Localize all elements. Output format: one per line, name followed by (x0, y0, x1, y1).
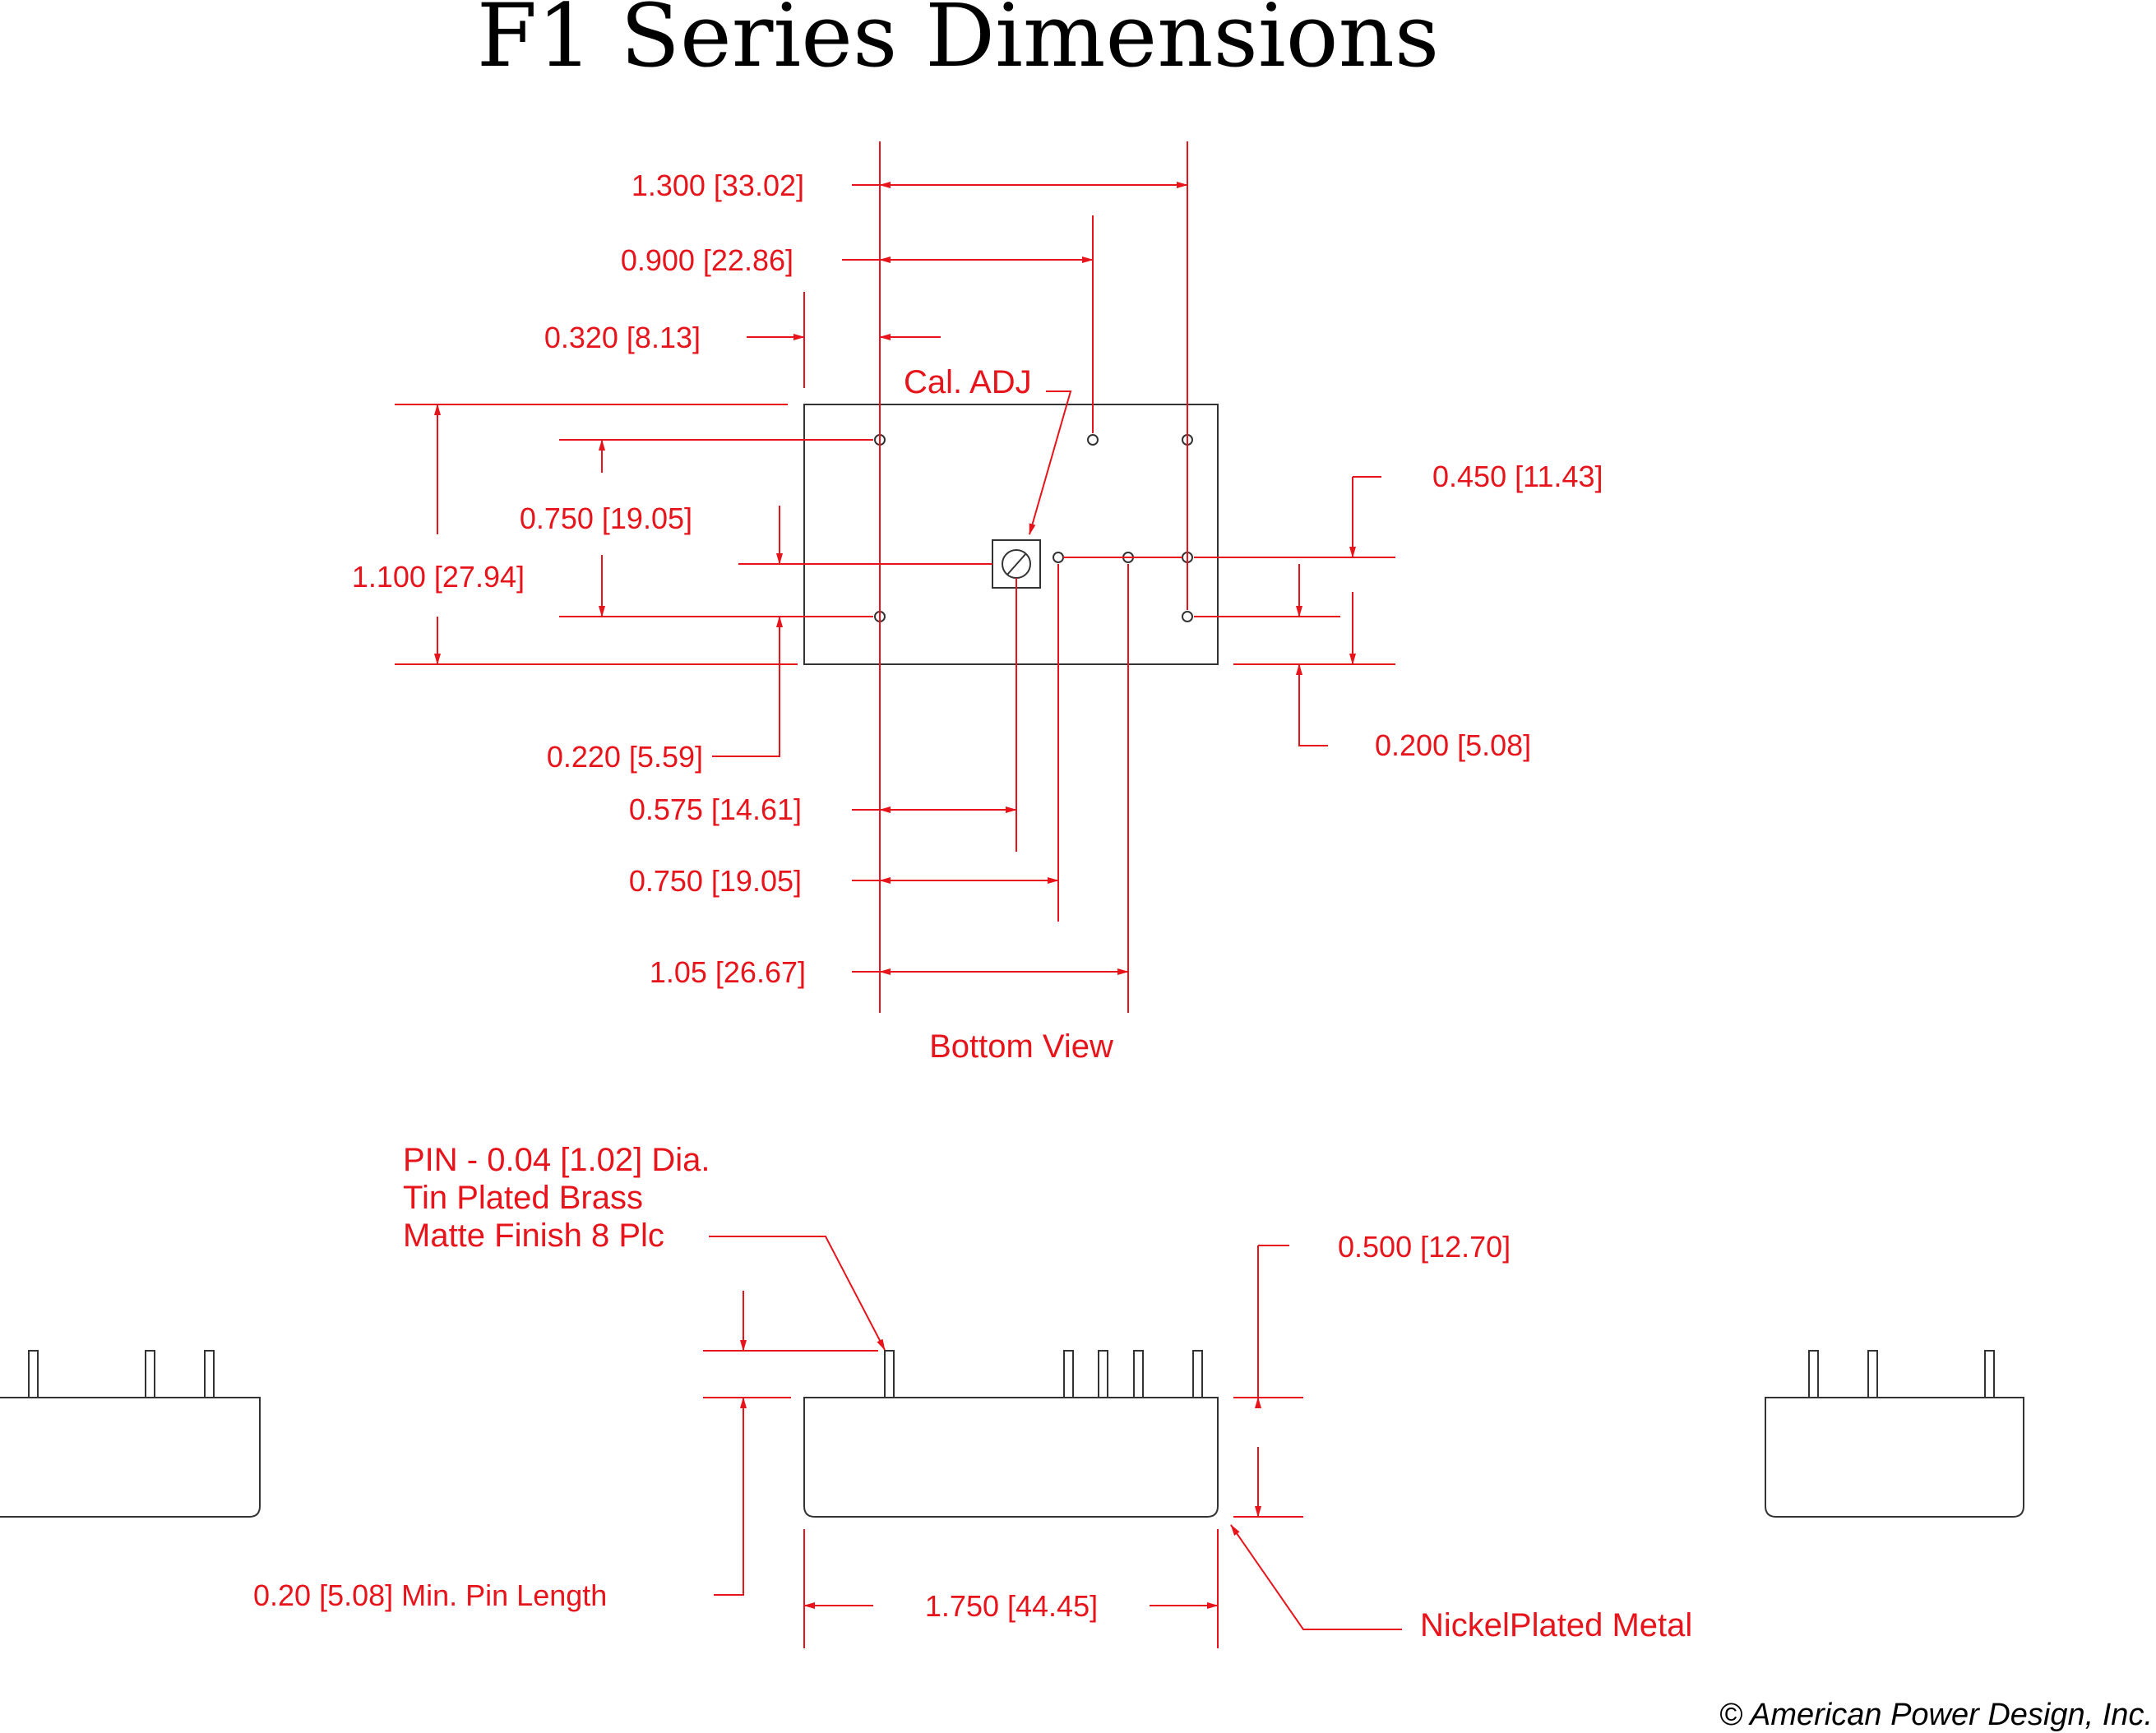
dim-edge-offset-label: 0.320 [8.13] (544, 321, 701, 354)
bottom-view-caption: Bottom View (929, 1028, 1113, 1065)
case-material-callout: NickelPlated Metal (1230, 1524, 1692, 1643)
page-title: F1 Series Dimensions (477, 0, 1440, 86)
case-material-label: NickelPlated Metal (1420, 1607, 1692, 1643)
dim-pin-span-top-label: 0.900 [22.86] (621, 243, 793, 277)
side-module-pins (884, 1350, 1203, 1398)
dim-pin-row-spacing-label: 0.750 [19.05] (520, 501, 692, 535)
right-module-body (1765, 1397, 2024, 1518)
dim-pin-offset-1: 0.750 [19.05] (629, 864, 1059, 898)
pin-hole (1182, 611, 1193, 622)
dim-row-offset-label: 0.220 [5.59] (547, 740, 703, 774)
right-module-pins (1808, 1350, 1995, 1398)
pin-hole (1053, 552, 1064, 563)
dim-pin-offset-1-label: 0.750 [19.05] (629, 864, 802, 898)
dim-pot-offset: 0.575 [14.61] (629, 793, 1017, 826)
dim-pin-offset-2-label: 1.05 [26.67] (650, 955, 806, 989)
dim-body-height-label: 0.500 [12.70] (1338, 1230, 1511, 1264)
pin-note-line-3: Matte Finish 8 Plc (403, 1218, 664, 1254)
pin-holes (874, 434, 1193, 622)
dim-overall-width: 1.300 [33.02] (632, 169, 1188, 202)
dim-min-pin-length-label: 0.20 [5.08] Min. Pin Length (253, 1578, 607, 1612)
left-module-pins (28, 1350, 215, 1398)
bottom-view: 1.300 [33.02] 0.900 [22.86] 0.320 [8.13]… (352, 141, 1603, 1065)
dim-edge-offset: 0.320 [8.13] (544, 321, 941, 354)
side-view: PIN - 0.04 [1.02] Dia. Tin Plated Brass … (0, 1142, 2024, 1648)
pin-note-leader (709, 1236, 886, 1351)
module-outline (803, 404, 1219, 665)
dim-right-pin-offset-label: 0.200 [5.08] (1375, 728, 1531, 762)
cal-adj-callout: Cal. ADJ (904, 364, 1072, 535)
copyright-notice: © American Power Design, Inc. (1719, 1698, 2153, 1732)
left-module-body (0, 1397, 261, 1518)
dim-right-pin-height: 0.450 [11.43] (1349, 460, 1603, 665)
dim-overall-height-label: 1.100 [27.94] (352, 560, 525, 594)
dim-pin-row-spacing: 0.750 [19.05] (520, 439, 692, 617)
side-module-body (803, 1397, 1219, 1518)
dim-right-pin-offset: 0.200 [5.08] (1296, 564, 1531, 762)
dim-body-length: 1.750 [44.45] (803, 1529, 1219, 1648)
dim-overall-height: 1.100 [27.94] (352, 404, 525, 665)
dim-pin-offset-2: 1.05 [26.67] (650, 955, 1129, 989)
dim-body-height: 0.500 [12.70] (1233, 1230, 1511, 1518)
dim-pin-span-top: 0.900 [22.86] (621, 243, 1094, 277)
pin-note-line-2: Tin Plated Brass (403, 1180, 643, 1216)
cal-adj-label: Cal. ADJ (904, 364, 1032, 400)
dim-row-offset: 0.220 [5.59] (547, 506, 783, 774)
pin-hole (1087, 434, 1099, 446)
extension-lines (395, 141, 1395, 1013)
dim-pot-offset-label: 0.575 [14.61] (629, 793, 802, 826)
dim-body-length-label: 1.750 [44.45] (925, 1589, 1098, 1623)
dim-overall-width-label: 1.300 [33.02] (632, 169, 804, 202)
dim-right-pin-height-label: 0.450 [11.43] (1432, 460, 1603, 493)
dim-min-pin-length: 0.20 [5.08] Min. Pin Length (253, 1291, 878, 1612)
pin-note-line-1: PIN - 0.04 [1.02] Dia. (403, 1142, 710, 1178)
